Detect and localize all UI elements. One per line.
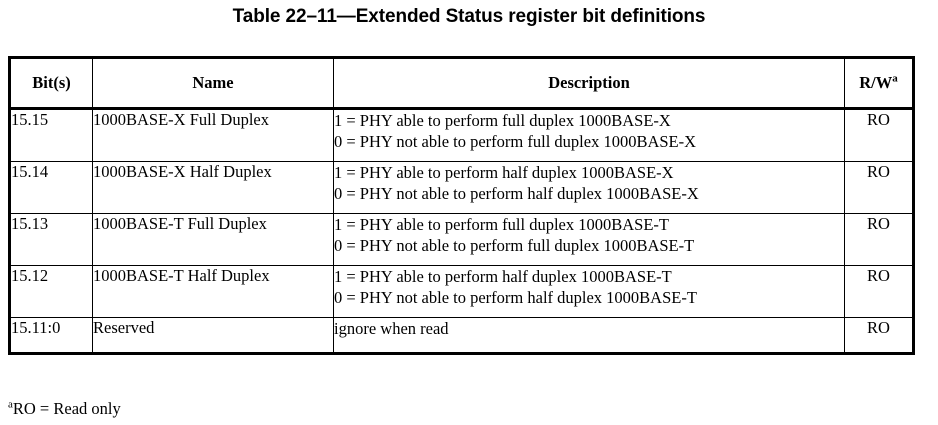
table-footnote: aRO = Read only bbox=[8, 399, 121, 419]
cell-rw: RO bbox=[844, 161, 914, 214]
description-line: 0 = PHY not able to perform half duplex … bbox=[334, 184, 699, 204]
table-row: 15.14 1000BASE-X Half Duplex 1 = PHY abl… bbox=[9, 161, 914, 214]
cell-bits: 15.12 bbox=[9, 265, 93, 318]
table-row: 15.11:0 Reserved ignore when read RO bbox=[9, 317, 914, 354]
description-line: 1 = PHY able to perform full duplex 1000… bbox=[334, 215, 669, 234]
description-line: 0 = PHY not able to perform half duplex … bbox=[334, 288, 697, 308]
description-line: ignore when read bbox=[334, 319, 449, 338]
cell-rw: RO bbox=[844, 108, 914, 162]
table-header: Bit(s) Name Description R/Wa bbox=[9, 57, 914, 110]
cell-description: 1 = PHY able to perform full duplex 1000… bbox=[333, 213, 845, 266]
cell-bits: 15.15 bbox=[9, 108, 93, 162]
extended-status-register-table: Bit(s) Name Description R/Wa 15.15 1000B… bbox=[8, 56, 915, 355]
cell-description: 1 = PHY able to perform full duplex 1000… bbox=[333, 108, 845, 162]
description-line: 0 = PHY not able to perform full duplex … bbox=[334, 236, 695, 256]
table-body: 15.15 1000BASE-X Full Duplex 1 = PHY abl… bbox=[9, 108, 914, 354]
cell-rw: RO bbox=[844, 265, 914, 318]
footnote-marker: a bbox=[8, 398, 13, 411]
description-line: 1 = PHY able to perform half duplex 1000… bbox=[334, 267, 672, 286]
table-caption: Table 22–11—Extended Status register bit… bbox=[232, 6, 706, 27]
cell-rw: RO bbox=[844, 317, 914, 354]
cell-name: Reserved bbox=[92, 317, 334, 354]
table-header-row: Bit(s) Name Description R/Wa bbox=[9, 57, 914, 110]
cell-name: 1000BASE-X Full Duplex bbox=[92, 108, 334, 162]
description-line: 0 = PHY not able to perform full duplex … bbox=[334, 132, 697, 152]
column-header-bits: Bit(s) bbox=[9, 57, 93, 110]
table-row: 15.15 1000BASE-X Full Duplex 1 = PHY abl… bbox=[9, 108, 914, 162]
table-container: Bit(s) Name Description R/Wa 15.15 1000B… bbox=[8, 56, 915, 355]
table-row: 15.13 1000BASE-T Full Duplex 1 = PHY abl… bbox=[9, 213, 914, 266]
cell-bits: 15.13 bbox=[9, 213, 93, 266]
cell-bits: 15.11:0 bbox=[9, 317, 93, 354]
column-header-name: Name bbox=[92, 57, 334, 110]
column-header-description: Description bbox=[333, 57, 845, 110]
cell-rw: RO bbox=[844, 213, 914, 266]
cell-name: 1000BASE-T Full Duplex bbox=[92, 213, 334, 266]
footnote-text: RO = Read only bbox=[12, 399, 121, 418]
column-header-rw: R/Wa bbox=[844, 57, 914, 110]
description-line: 1 = PHY able to perform full duplex 1000… bbox=[334, 111, 671, 130]
column-header-rw-footnote-marker: a bbox=[892, 72, 898, 85]
cell-name: 1000BASE-X Half Duplex bbox=[92, 161, 334, 214]
column-header-rw-label: R/W bbox=[859, 73, 893, 92]
cell-description: ignore when read bbox=[333, 317, 845, 354]
cell-bits: 15.14 bbox=[9, 161, 93, 214]
cell-description: 1 = PHY able to perform half duplex 1000… bbox=[333, 265, 845, 318]
cell-name: 1000BASE-T Half Duplex bbox=[92, 265, 334, 318]
description-line: 1 = PHY able to perform half duplex 1000… bbox=[334, 163, 674, 182]
table-row: 15.12 1000BASE-T Half Duplex 1 = PHY abl… bbox=[9, 265, 914, 318]
cell-description: 1 = PHY able to perform half duplex 1000… bbox=[333, 161, 845, 214]
